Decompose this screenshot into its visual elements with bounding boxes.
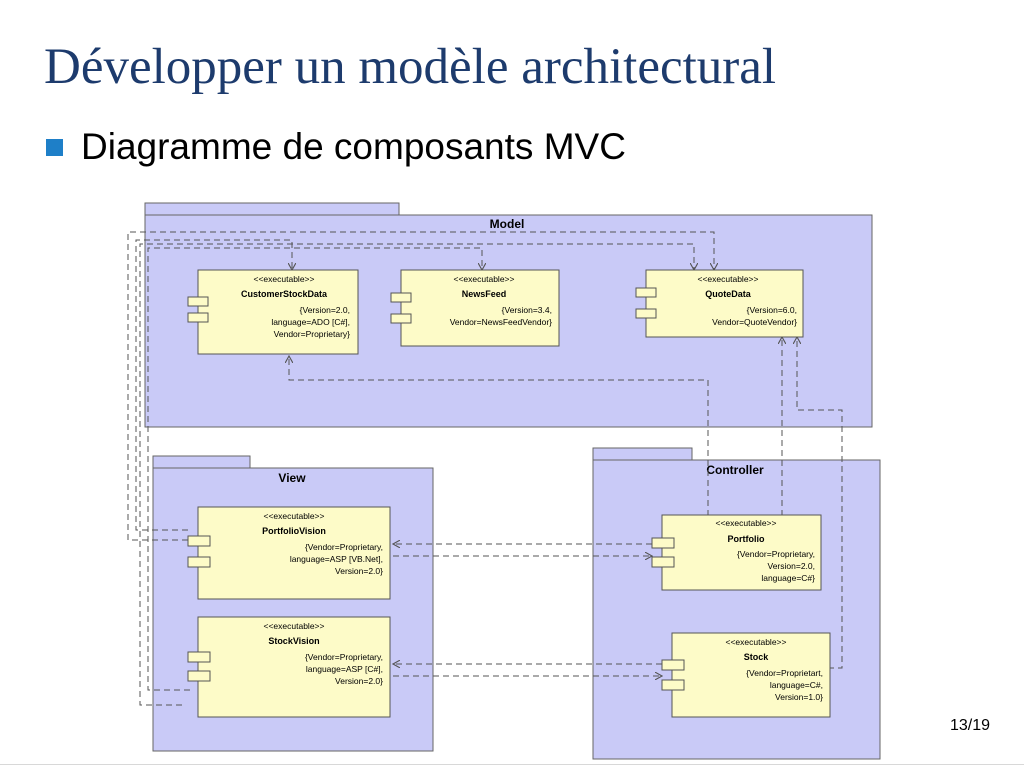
component-portfolio: <<executable>> Portfolio {Vendor=Proprie… bbox=[651, 514, 822, 591]
component-prop: Version=2.0} bbox=[335, 566, 383, 576]
component-port-icon bbox=[187, 556, 211, 568]
component-prop: language=C#, bbox=[770, 680, 823, 690]
controller-package-label: Controller bbox=[706, 463, 764, 477]
component-prop: language=C#} bbox=[761, 573, 815, 583]
component-prop: Version=2.0, bbox=[768, 561, 816, 571]
component-prop: Vendor=QuoteVendor} bbox=[712, 317, 797, 327]
stereotype-label: <<executable>> bbox=[698, 274, 759, 284]
component-stockvision: <<executable>> StockVision {Vendor=Propr… bbox=[187, 616, 391, 718]
component-port-icon bbox=[661, 679, 685, 691]
model-package-label: Model bbox=[490, 217, 525, 231]
component-name: QuoteData bbox=[705, 289, 752, 299]
component-name: NewsFeed bbox=[462, 289, 507, 299]
component-name: PortfolioVision bbox=[262, 526, 326, 536]
bottom-divider bbox=[0, 764, 1024, 765]
component-port-icon bbox=[651, 556, 675, 568]
component-prop: {Version=3.4, bbox=[502, 305, 552, 315]
component-customerstockdata: <<executable>> CustomerStockData {Versio… bbox=[187, 269, 359, 355]
component-prop: {Vendor=Proprietary, bbox=[305, 652, 383, 662]
dep-portfolio-customerstockdata bbox=[289, 356, 709, 516]
stereotype-label: <<executable>> bbox=[264, 511, 325, 521]
component-portfoliovision: <<executable>> PortfolioVision {Vendor=P… bbox=[187, 506, 391, 600]
slide-title: Développer un modèle architectural bbox=[44, 39, 777, 95]
component-name: Stock bbox=[744, 652, 770, 662]
component-prop: Vendor=NewsFeedVendor} bbox=[450, 317, 552, 327]
bullet-item: Diagramme de composants MVC bbox=[46, 126, 626, 168]
component-prop: language=ASP [C#], bbox=[306, 664, 383, 674]
component-port-icon bbox=[187, 651, 211, 663]
component-port-icon bbox=[390, 292, 412, 303]
component-prop: Version=1.0} bbox=[775, 692, 823, 702]
component-port-icon bbox=[651, 537, 675, 549]
view-package-label: View bbox=[278, 471, 306, 485]
component-name: StockVision bbox=[268, 636, 319, 646]
component-port-icon bbox=[635, 287, 657, 298]
component-port-icon bbox=[187, 312, 209, 323]
component-prop: Version=2.0} bbox=[335, 676, 383, 686]
component-port-icon bbox=[635, 308, 657, 319]
bullet-square-icon bbox=[46, 138, 63, 156]
stereotype-label: <<executable>> bbox=[726, 637, 787, 647]
component-prop: {Vendor=Proprietary, bbox=[305, 542, 383, 552]
component-newsfeed: <<executable>> NewsFeed {Version=3.4, Ve… bbox=[390, 269, 560, 347]
component-prop: Vendor=Proprietary} bbox=[274, 329, 350, 339]
stereotype-label: <<executable>> bbox=[454, 274, 515, 284]
component-prop: language=ASP [VB.Net], bbox=[290, 554, 383, 564]
component-name: Portfolio bbox=[728, 534, 765, 544]
component-quotedata: <<executable>> QuoteData {Version=6.0, V… bbox=[635, 269, 804, 338]
component-prop: {Version=6.0, bbox=[747, 305, 797, 315]
component-name: CustomerStockData bbox=[241, 289, 328, 299]
component-port-icon bbox=[187, 296, 209, 307]
component-prop: language=ADO [C#], bbox=[271, 317, 350, 327]
dep-portfoliovision-customerstockdata bbox=[135, 239, 292, 531]
page-number: 13/19 bbox=[950, 717, 991, 734]
component-prop: {Vendor=Proprietart, bbox=[746, 668, 823, 678]
stereotype-label: <<executable>> bbox=[716, 518, 777, 528]
dependency-lines bbox=[127, 231, 843, 706]
component-port-icon bbox=[661, 659, 685, 671]
stereotype-label: <<executable>> bbox=[264, 621, 325, 631]
dep-stock-quotedata bbox=[797, 337, 843, 669]
component-prop: {Vendor=Proprietary, bbox=[737, 549, 815, 559]
stereotype-label: <<executable>> bbox=[254, 274, 315, 284]
component-port-icon bbox=[187, 670, 211, 682]
component-stock: <<executable>> Stock {Vendor=Proprietart… bbox=[661, 632, 831, 718]
dep-stockvision-newsfeed bbox=[147, 247, 482, 691]
bullet-text: Diagramme de composants MVC bbox=[81, 126, 626, 167]
component-port-icon bbox=[390, 313, 412, 324]
component-prop: {Version=2.0, bbox=[300, 305, 350, 315]
dep-stockvision-quotedata bbox=[139, 243, 694, 706]
component-port-icon bbox=[187, 535, 211, 547]
